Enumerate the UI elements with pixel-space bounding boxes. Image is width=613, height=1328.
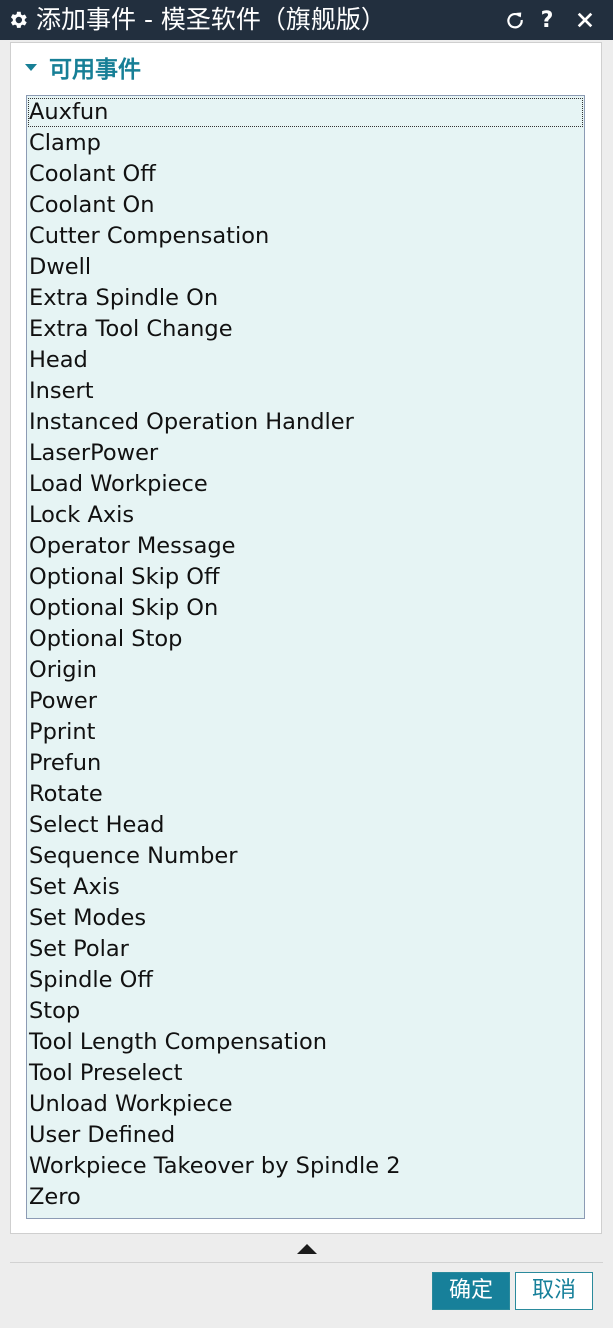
list-item[interactable]: Power — [29, 688, 98, 714]
list-item[interactable]: Cutter Compensation — [29, 223, 270, 249]
list-item[interactable]: Rotate — [29, 781, 103, 807]
list-item[interactable]: Extra Tool Change — [29, 316, 233, 342]
close-icon[interactable] — [570, 0, 600, 40]
section-header-available-events[interactable]: 可用事件 — [21, 51, 141, 83]
triangle-up-icon[interactable] — [296, 1244, 318, 1256]
list-item[interactable]: User Defined — [29, 1122, 176, 1148]
divider — [10, 1262, 603, 1263]
gear-icon — [0, 0, 36, 40]
list-item[interactable]: Pprint — [29, 719, 96, 745]
list-item[interactable]: Optional Stop — [29, 626, 183, 652]
list-item[interactable]: Set Polar — [29, 936, 129, 962]
list-item[interactable]: Select Head — [29, 812, 165, 838]
list-item[interactable]: Prefun — [29, 750, 102, 776]
list-item[interactable]: Auxfun — [27, 97, 584, 128]
title-bar: 添加事件 - 模圣软件（旗舰版） ? — [0, 0, 613, 40]
list-item[interactable]: Insert — [29, 378, 94, 404]
list-item[interactable]: Set Axis — [29, 874, 120, 900]
list-item[interactable]: Clamp — [29, 130, 101, 156]
list-item[interactable]: Instanced Operation Handler — [29, 409, 354, 435]
help-icon[interactable]: ? — [540, 7, 554, 33]
list-item[interactable]: Origin — [29, 657, 98, 683]
list-item[interactable]: Dwell — [29, 254, 92, 280]
triangle-down-icon[interactable] — [25, 63, 37, 71]
list-item[interactable]: Optional Skip On — [29, 595, 219, 621]
list-item[interactable]: Optional Skip Off — [29, 564, 220, 590]
ok-button[interactable]: 确定 — [432, 1272, 510, 1310]
list-item[interactable]: Coolant On — [29, 192, 155, 218]
list-item[interactable]: Unload Workpiece — [29, 1091, 233, 1117]
list-item[interactable]: LaserPower — [29, 440, 159, 466]
list-item[interactable]: Tool Length Compensation — [29, 1029, 328, 1055]
list-item[interactable]: Stop — [29, 998, 81, 1024]
list-item[interactable]: Head — [29, 347, 88, 373]
list-item[interactable]: Coolant Off — [29, 161, 156, 187]
list-item[interactable]: Set Modes — [29, 905, 147, 931]
list-item[interactable]: Operator Message — [29, 533, 236, 559]
list-item[interactable]: Spindle Off — [29, 967, 153, 993]
list-item[interactable]: Extra Spindle On — [29, 285, 219, 311]
window-title: 添加事件 - 模圣软件（旗舰版） — [36, 5, 386, 34]
list-item[interactable]: Workpiece Takeover by Spindle 2 — [29, 1153, 401, 1179]
list-item[interactable]: Zero — [29, 1184, 81, 1210]
section-title: 可用事件 — [49, 57, 141, 83]
list-item[interactable]: Tool Preselect — [29, 1060, 183, 1086]
list-item[interactable]: Load Workpiece — [29, 471, 208, 497]
list-item[interactable]: Lock Axis — [29, 502, 135, 528]
cancel-button[interactable]: 取消 — [515, 1272, 593, 1310]
refresh-icon[interactable] — [500, 0, 530, 40]
list-item[interactable]: Sequence Number — [29, 843, 238, 869]
